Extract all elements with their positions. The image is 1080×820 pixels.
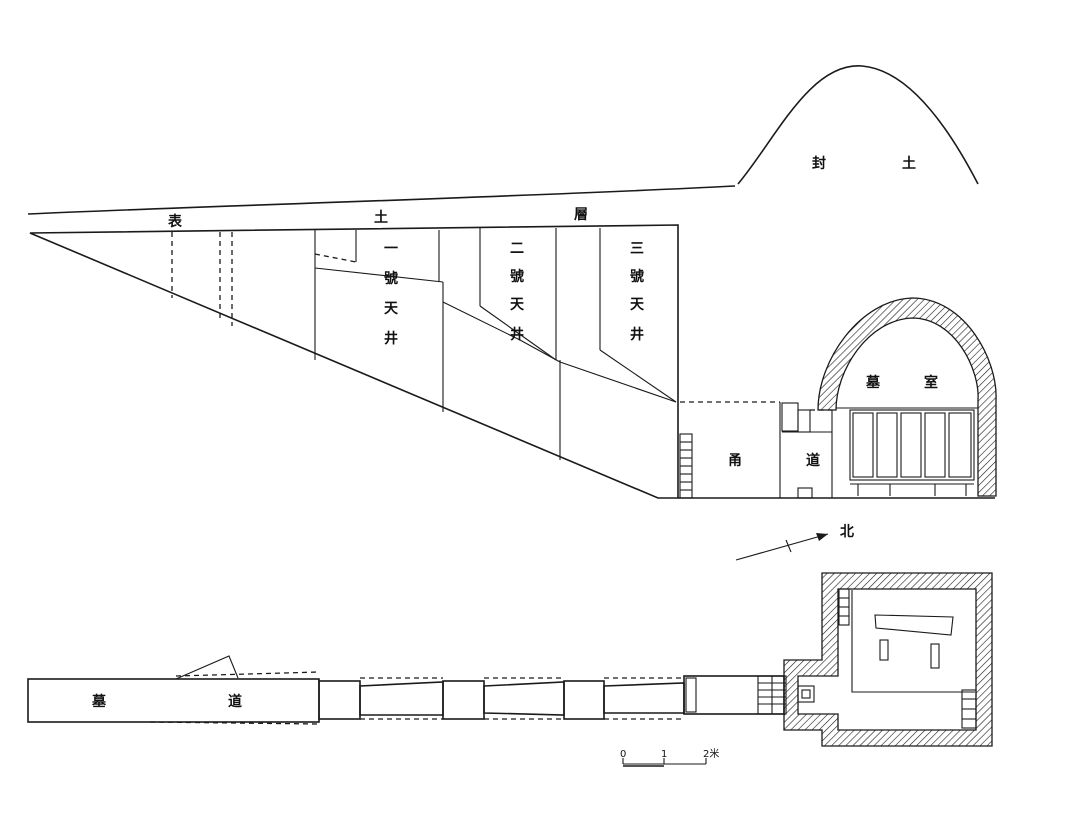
plan-view: 墓 道 [27,572,993,747]
tunnel-segment [603,682,685,714]
north-arrow: 北 [735,524,854,561]
shaft3-label: 天 [630,297,645,313]
ramp-plan [27,678,320,723]
shaft3-label: 三 [630,241,644,257]
ramp-section-outline [29,224,679,499]
surface-label-c: 層 [574,207,588,223]
mound-outline [737,65,979,185]
shaft2-label: 天 [510,297,525,313]
corridor-plan [683,675,785,715]
scale-tick-2: 2米 [703,747,719,760]
sealing-bricks [781,402,799,432]
shaft2-label: 號 [510,268,524,285]
shaft1-label: 一 [384,241,398,257]
ramp-label-a: 墓 [91,693,107,710]
grave-good-plan [879,639,889,661]
shaft3-seam [559,361,677,403]
shaft2-label: 二 [510,241,524,257]
north-label: 北 [840,524,854,540]
scale-bar: 0 1 2米 [620,747,719,767]
ramp-projection [175,655,239,680]
door-block-plan [801,689,811,699]
corridor-brick-lines [680,441,692,491]
coffin-plan [874,614,954,636]
shaft2-seam [442,301,561,363]
ground-surface-line [27,185,736,215]
scale-tick-1: 1 [661,749,667,760]
coffin-bed-plan [851,590,975,693]
chamber-plan-walls [783,572,993,747]
corridor-brick-face-plan [685,677,697,713]
coffin-bed [849,409,975,496]
surface-label-a: 表 [167,213,183,230]
door-block-plan [797,685,815,703]
tunnel-segment [318,680,361,720]
shaft1-label: 號 [384,270,398,287]
tunnel-segment [442,680,485,720]
shaft3-floor [599,349,677,403]
chamber-label-a: 墓 [865,374,881,391]
tunnel-segment [563,680,605,720]
sealing-bricks [797,409,811,433]
tunnel-segment [359,681,444,716]
corridor-label-a: 甬 [728,453,742,469]
scale-tick-0: 0 [620,749,626,760]
shaft1-floor [314,267,444,283]
chamber-label-b: 室 [924,374,938,391]
mound-label-a: 封 [812,155,826,172]
grave-good-plan [930,643,940,669]
step-block [797,487,813,499]
shaft2-label: 井 [510,326,524,343]
chamber-vault-hatch [817,297,997,497]
tunnel-segment [483,681,565,716]
sealing-wall-plan [757,675,787,715]
shaft1-label: 井 [384,330,398,347]
chamber-plan-bricks [838,588,977,729]
shaft1-label: 天 [384,301,399,317]
shaft3-label: 井 [630,326,644,343]
corridor-label-b: 道 [806,452,820,469]
ramp-label-b: 道 [228,693,242,710]
ramp-dashed-edge [149,721,320,725]
shaft1-dashed [314,253,357,263]
surface-label-b: 土 [374,209,388,226]
ramp-dashed-edge [175,671,320,677]
mound-label-b: 土 [902,155,916,172]
section-view: 封 土 表 土 層 一 號 天 井 二 號 天 井 三 號 天 井 墓 室 甬 … [27,65,997,499]
shaft2-floor [479,305,557,361]
shaft3-label: 號 [630,268,644,285]
